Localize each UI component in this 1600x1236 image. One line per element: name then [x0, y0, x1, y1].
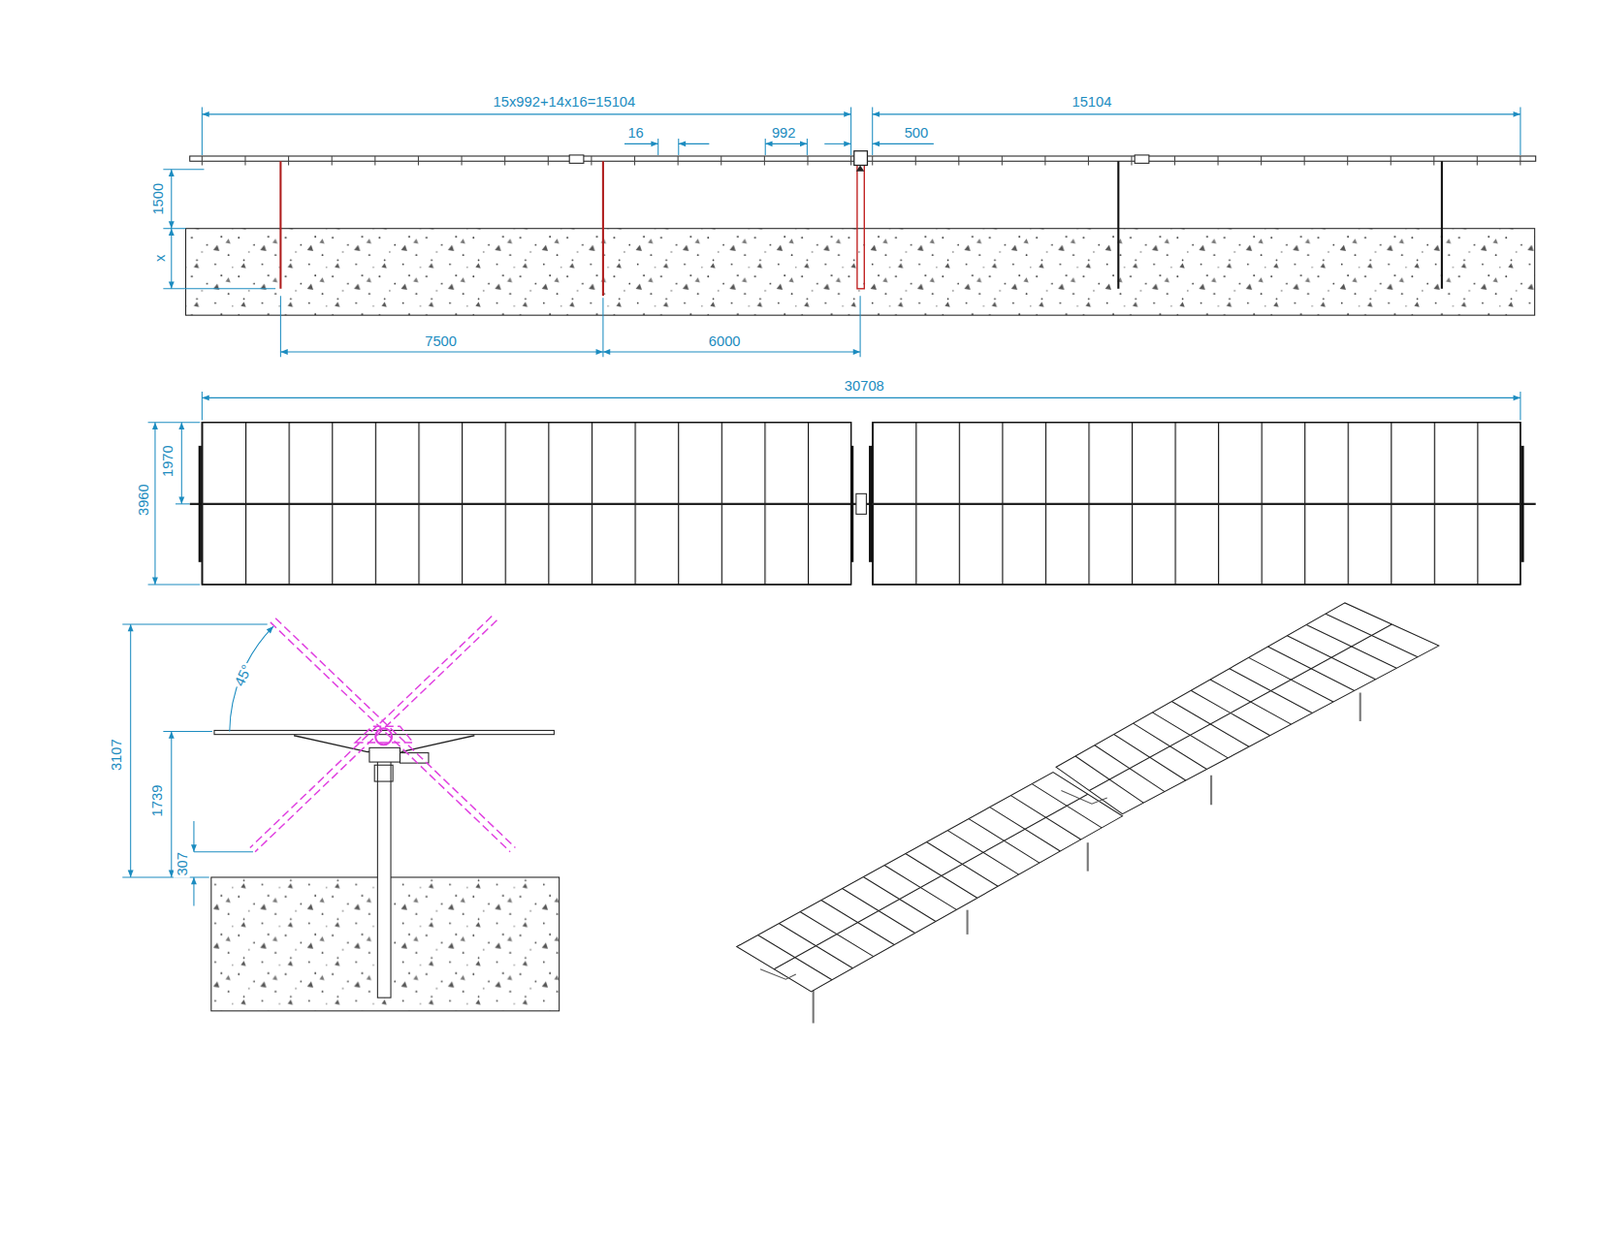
module-tick	[1519, 156, 1521, 165]
dimension-label: 45°	[229, 660, 256, 691]
module-tick	[504, 156, 506, 165]
module-tick	[547, 156, 549, 165]
dimension-label: 16	[625, 124, 646, 141]
dimension-label: 7500	[422, 332, 459, 350]
dimension-label: 500	[902, 124, 931, 141]
dimension-label: 15x992+14x16=15104	[490, 94, 638, 111]
module-tick	[590, 156, 592, 165]
module-tick	[331, 156, 333, 165]
module-tick	[288, 156, 289, 165]
plan-view	[148, 391, 1536, 585]
dimension-label: 30708	[842, 377, 887, 394]
module-tick	[677, 156, 679, 165]
dimension-label: 3960	[134, 481, 152, 518]
module-edge	[1088, 624, 1392, 792]
module-tick	[1217, 156, 1219, 165]
module-tick	[1476, 156, 1478, 165]
module-tick	[417, 156, 419, 165]
module-tick	[201, 156, 203, 165]
module-tick	[1174, 156, 1176, 165]
module-tick	[1390, 156, 1392, 165]
module-tick	[1260, 156, 1262, 165]
side-elevation	[162, 106, 1536, 357]
dimension-label: 6000	[706, 332, 743, 350]
dimension-label: 3107	[108, 736, 126, 773]
module-tick	[1130, 156, 1132, 165]
cross-section	[122, 616, 559, 1012]
module-tick	[806, 156, 808, 165]
module-tick	[1346, 156, 1348, 165]
module-tick	[244, 156, 246, 165]
module-edge	[773, 794, 1088, 969]
module-tick	[1001, 156, 1003, 165]
dimension-label: 15104	[1069, 94, 1114, 111]
module-tick	[764, 156, 766, 165]
dimension-label: x	[152, 252, 169, 264]
module-tick	[374, 156, 376, 165]
dimension-label: 1739	[149, 783, 166, 820]
module-tick	[1433, 156, 1435, 165]
module-tick	[915, 156, 917, 165]
module-tick	[634, 156, 636, 165]
module-tick	[1304, 156, 1306, 165]
module-tick	[871, 156, 873, 165]
module-tick	[958, 156, 960, 165]
dimension-label: 1500	[150, 181, 167, 218]
module-tick	[1088, 156, 1089, 165]
module-tick	[1044, 156, 1046, 165]
module-tick	[720, 156, 722, 165]
dimension-label: 307	[173, 850, 191, 879]
isometric-view	[736, 603, 1440, 1024]
module-tick	[461, 156, 463, 165]
dimension-label: 992	[769, 124, 799, 141]
dimension-label: 1970	[159, 443, 176, 480]
module-tick	[850, 156, 852, 165]
